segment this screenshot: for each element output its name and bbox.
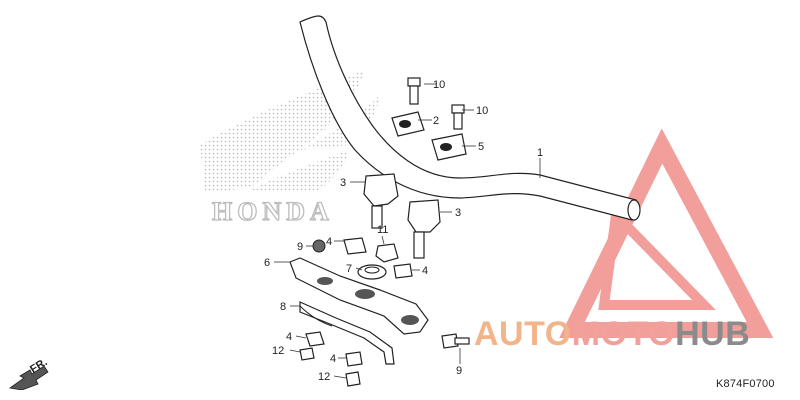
honda-logo-text: HONDA	[212, 197, 334, 226]
rubber-4-lower-right	[345, 351, 363, 367]
callout-4b: 4	[422, 265, 428, 277]
leader-lines	[274, 83, 541, 379]
diagram-code: K874F0700	[716, 378, 775, 390]
upper-holder-2	[391, 111, 425, 137]
lower-holder-3-right	[407, 199, 441, 259]
upper-holder-5	[431, 133, 467, 161]
nut-12-right	[345, 371, 361, 387]
callout-3a: 3	[340, 177, 346, 189]
callout-10b: 10	[476, 105, 488, 117]
callout-12a: 12	[272, 345, 284, 357]
watermark-text: AUTOMOTOHUB	[474, 315, 750, 354]
bushing-4-upper	[343, 237, 367, 255]
rubber-4-lower-left	[305, 331, 325, 347]
nut-11	[375, 243, 399, 263]
callout-7: 7	[346, 263, 352, 275]
callouts: 1 2 3 3 4 4 4 4 5 6 7 8 9 9 10 10 11 12 …	[264, 79, 543, 383]
callout-4c: 4	[286, 331, 292, 343]
callout-12b: 12	[318, 371, 330, 383]
callout-8: 8	[280, 301, 286, 313]
watermark-triangle	[559, 128, 774, 338]
nut-12-left	[299, 347, 315, 361]
callout-5: 5	[478, 141, 484, 153]
callout-9b: 9	[456, 365, 462, 377]
watermark-auto: AUTO	[474, 315, 572, 353]
bolt-9	[441, 333, 470, 349]
callout-1: 1	[537, 147, 543, 159]
callout-4d: 4	[330, 353, 336, 365]
handlebar	[299, 15, 641, 221]
washer-9	[312, 239, 326, 253]
bolt-10-left	[407, 77, 421, 105]
bolt-10-right	[451, 104, 465, 130]
callout-10a: 10	[433, 79, 445, 91]
callout-2: 2	[433, 115, 439, 127]
holder-plate-6	[289, 257, 429, 335]
callout-11: 11	[377, 224, 388, 236]
wire-clamp-8	[299, 301, 395, 365]
callout-3b: 3	[455, 207, 461, 219]
honda-wing-logo: HONDA	[200, 70, 380, 227]
watermark-hub: HUB	[675, 315, 751, 353]
callout-6: 6	[264, 257, 270, 269]
callout-4a: 4	[326, 236, 332, 248]
watermark-moto: MOTO	[571, 315, 676, 353]
lower-holder-3-left	[363, 173, 399, 229]
collar-7	[357, 264, 387, 280]
callout-9a: 9	[297, 241, 303, 253]
bushing-4-right	[393, 263, 413, 279]
front-direction-arrow-icon	[8, 365, 49, 390]
